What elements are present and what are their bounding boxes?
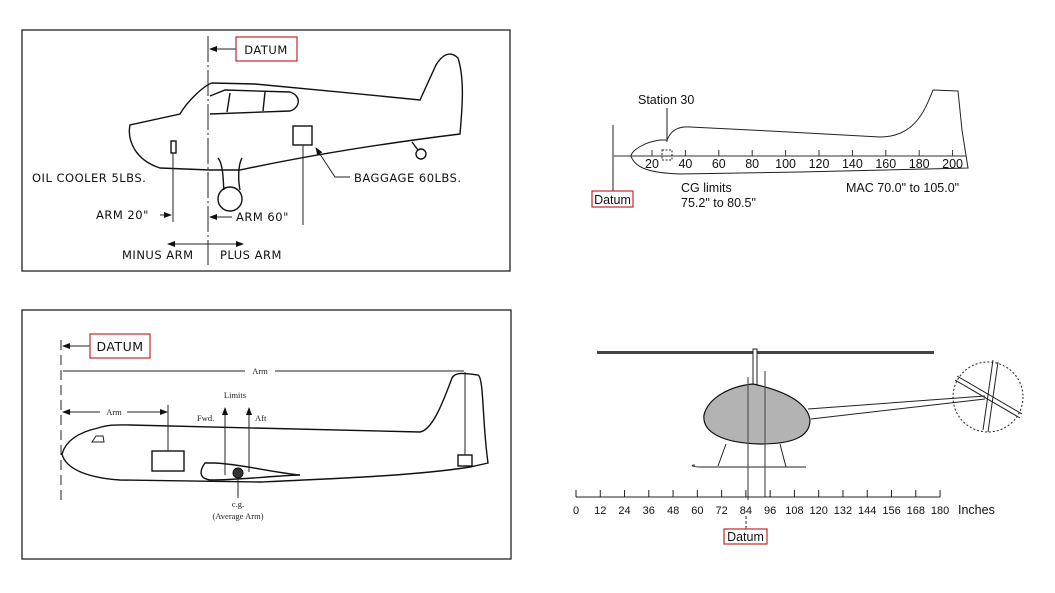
plus-arm-label: PLUS ARM xyxy=(220,248,282,262)
station-tick-label: 20 xyxy=(645,157,659,171)
airplane-outline xyxy=(128,53,464,171)
inch-tick-label: 168 xyxy=(907,505,925,517)
inch-tick-label: 120 xyxy=(810,505,828,517)
arm-left-label: Arm xyxy=(106,407,122,417)
aft-label: Aft xyxy=(255,413,267,423)
inch-tick-label: 96 xyxy=(764,505,776,517)
tail-boom xyxy=(807,395,986,420)
inch-tick-label: 36 xyxy=(643,505,655,517)
main-rotor xyxy=(597,351,934,354)
panel-transport-aircraft: DATUM Arm Arm Limits Fwd. Aft c.g. (Aver… xyxy=(21,309,512,560)
datum-box xyxy=(723,528,768,545)
panel-helicopter: 0 12 24 36 48 60 72 84 96 108 120 132 144 156 168 180 I… xyxy=(573,348,1024,545)
station-tick-label: 60 xyxy=(712,157,726,171)
tail-rotor-circle xyxy=(952,361,1024,433)
main-wheel xyxy=(217,186,243,212)
panel-cg-limits-aircraft: Station 30 20 40 60 80 100 120 140 160 180 200 Da… xyxy=(591,89,969,210)
inch-tick-label: 24 xyxy=(618,505,630,517)
panel-light-aircraft: DATUM OIL COOLER 5LBS. BAGGAGE 60LBS. AR… xyxy=(21,29,511,272)
arm60-label: ARM 60" xyxy=(236,210,289,224)
fuselage-outline xyxy=(61,372,489,483)
tail-rotor xyxy=(954,359,1023,433)
inch-tick-label: 48 xyxy=(667,505,679,517)
cg-limits-range: 75.2" to 80.5" xyxy=(681,196,756,210)
unit-label: Inches xyxy=(958,503,995,517)
inch-tick-label: 60 xyxy=(691,505,703,517)
station-label: Station 30 xyxy=(638,93,694,107)
fuselage-outline xyxy=(630,89,969,175)
arm20-label: ARM 20" xyxy=(96,208,149,222)
helicopter-cabin xyxy=(703,383,811,445)
rotor-mast xyxy=(752,348,758,386)
inch-tick-label: 72 xyxy=(715,505,727,517)
wing-section xyxy=(200,462,301,481)
cg-symbol xyxy=(232,467,244,479)
station-tick-label: 140 xyxy=(842,157,863,171)
tail-wheel xyxy=(415,148,427,160)
datum-label: Datum xyxy=(594,193,631,207)
inch-tick-label: 156 xyxy=(882,505,900,517)
inch-tick-label: 144 xyxy=(858,505,876,517)
limits-label: Limits xyxy=(224,390,246,400)
skid xyxy=(691,443,806,468)
station-tick-label: 160 xyxy=(875,157,896,171)
station-tick-label: 120 xyxy=(809,157,830,171)
datum-box xyxy=(89,333,151,359)
inch-tick-label: 12 xyxy=(594,505,606,517)
inch-tick-label: 84 xyxy=(740,505,752,517)
datum-label: Datum xyxy=(727,530,764,544)
inch-tick-label: 0 xyxy=(573,505,579,517)
arm-top-label: Arm xyxy=(252,366,268,376)
panel-frame xyxy=(21,29,511,272)
inch-tick-label: 108 xyxy=(785,505,803,517)
datum-box xyxy=(591,190,634,208)
inch-tick-label: 132 xyxy=(834,505,852,517)
datum-label: DATUM xyxy=(96,339,143,354)
oil-cooler-label: OIL COOLER 5LBS. xyxy=(32,171,146,185)
fwd-label: Fwd. xyxy=(197,413,214,423)
datum-box xyxy=(235,36,298,62)
datum-label: DATUM xyxy=(244,43,288,57)
cockpit-window xyxy=(209,89,299,115)
cg-limits-label: CG limits xyxy=(681,181,732,195)
station-tick-label: 40 xyxy=(678,157,692,171)
station-tick-label: 180 xyxy=(909,157,930,171)
station30-marker xyxy=(661,149,673,161)
inch-tick-label: 180 xyxy=(931,505,949,517)
station-tick-label: 80 xyxy=(745,157,759,171)
baggage-label: BAGGAGE 60LBS. xyxy=(354,171,462,185)
cg-label: c.g. xyxy=(232,499,244,509)
average-arm-label: (Average Arm) xyxy=(212,511,263,521)
mac-label: MAC 70.0" to 105.0" xyxy=(846,181,959,195)
station-tick-label: 200 xyxy=(942,157,963,171)
station-tick-label: 100 xyxy=(775,157,796,171)
minus-arm-label: MINUS ARM xyxy=(122,248,194,262)
